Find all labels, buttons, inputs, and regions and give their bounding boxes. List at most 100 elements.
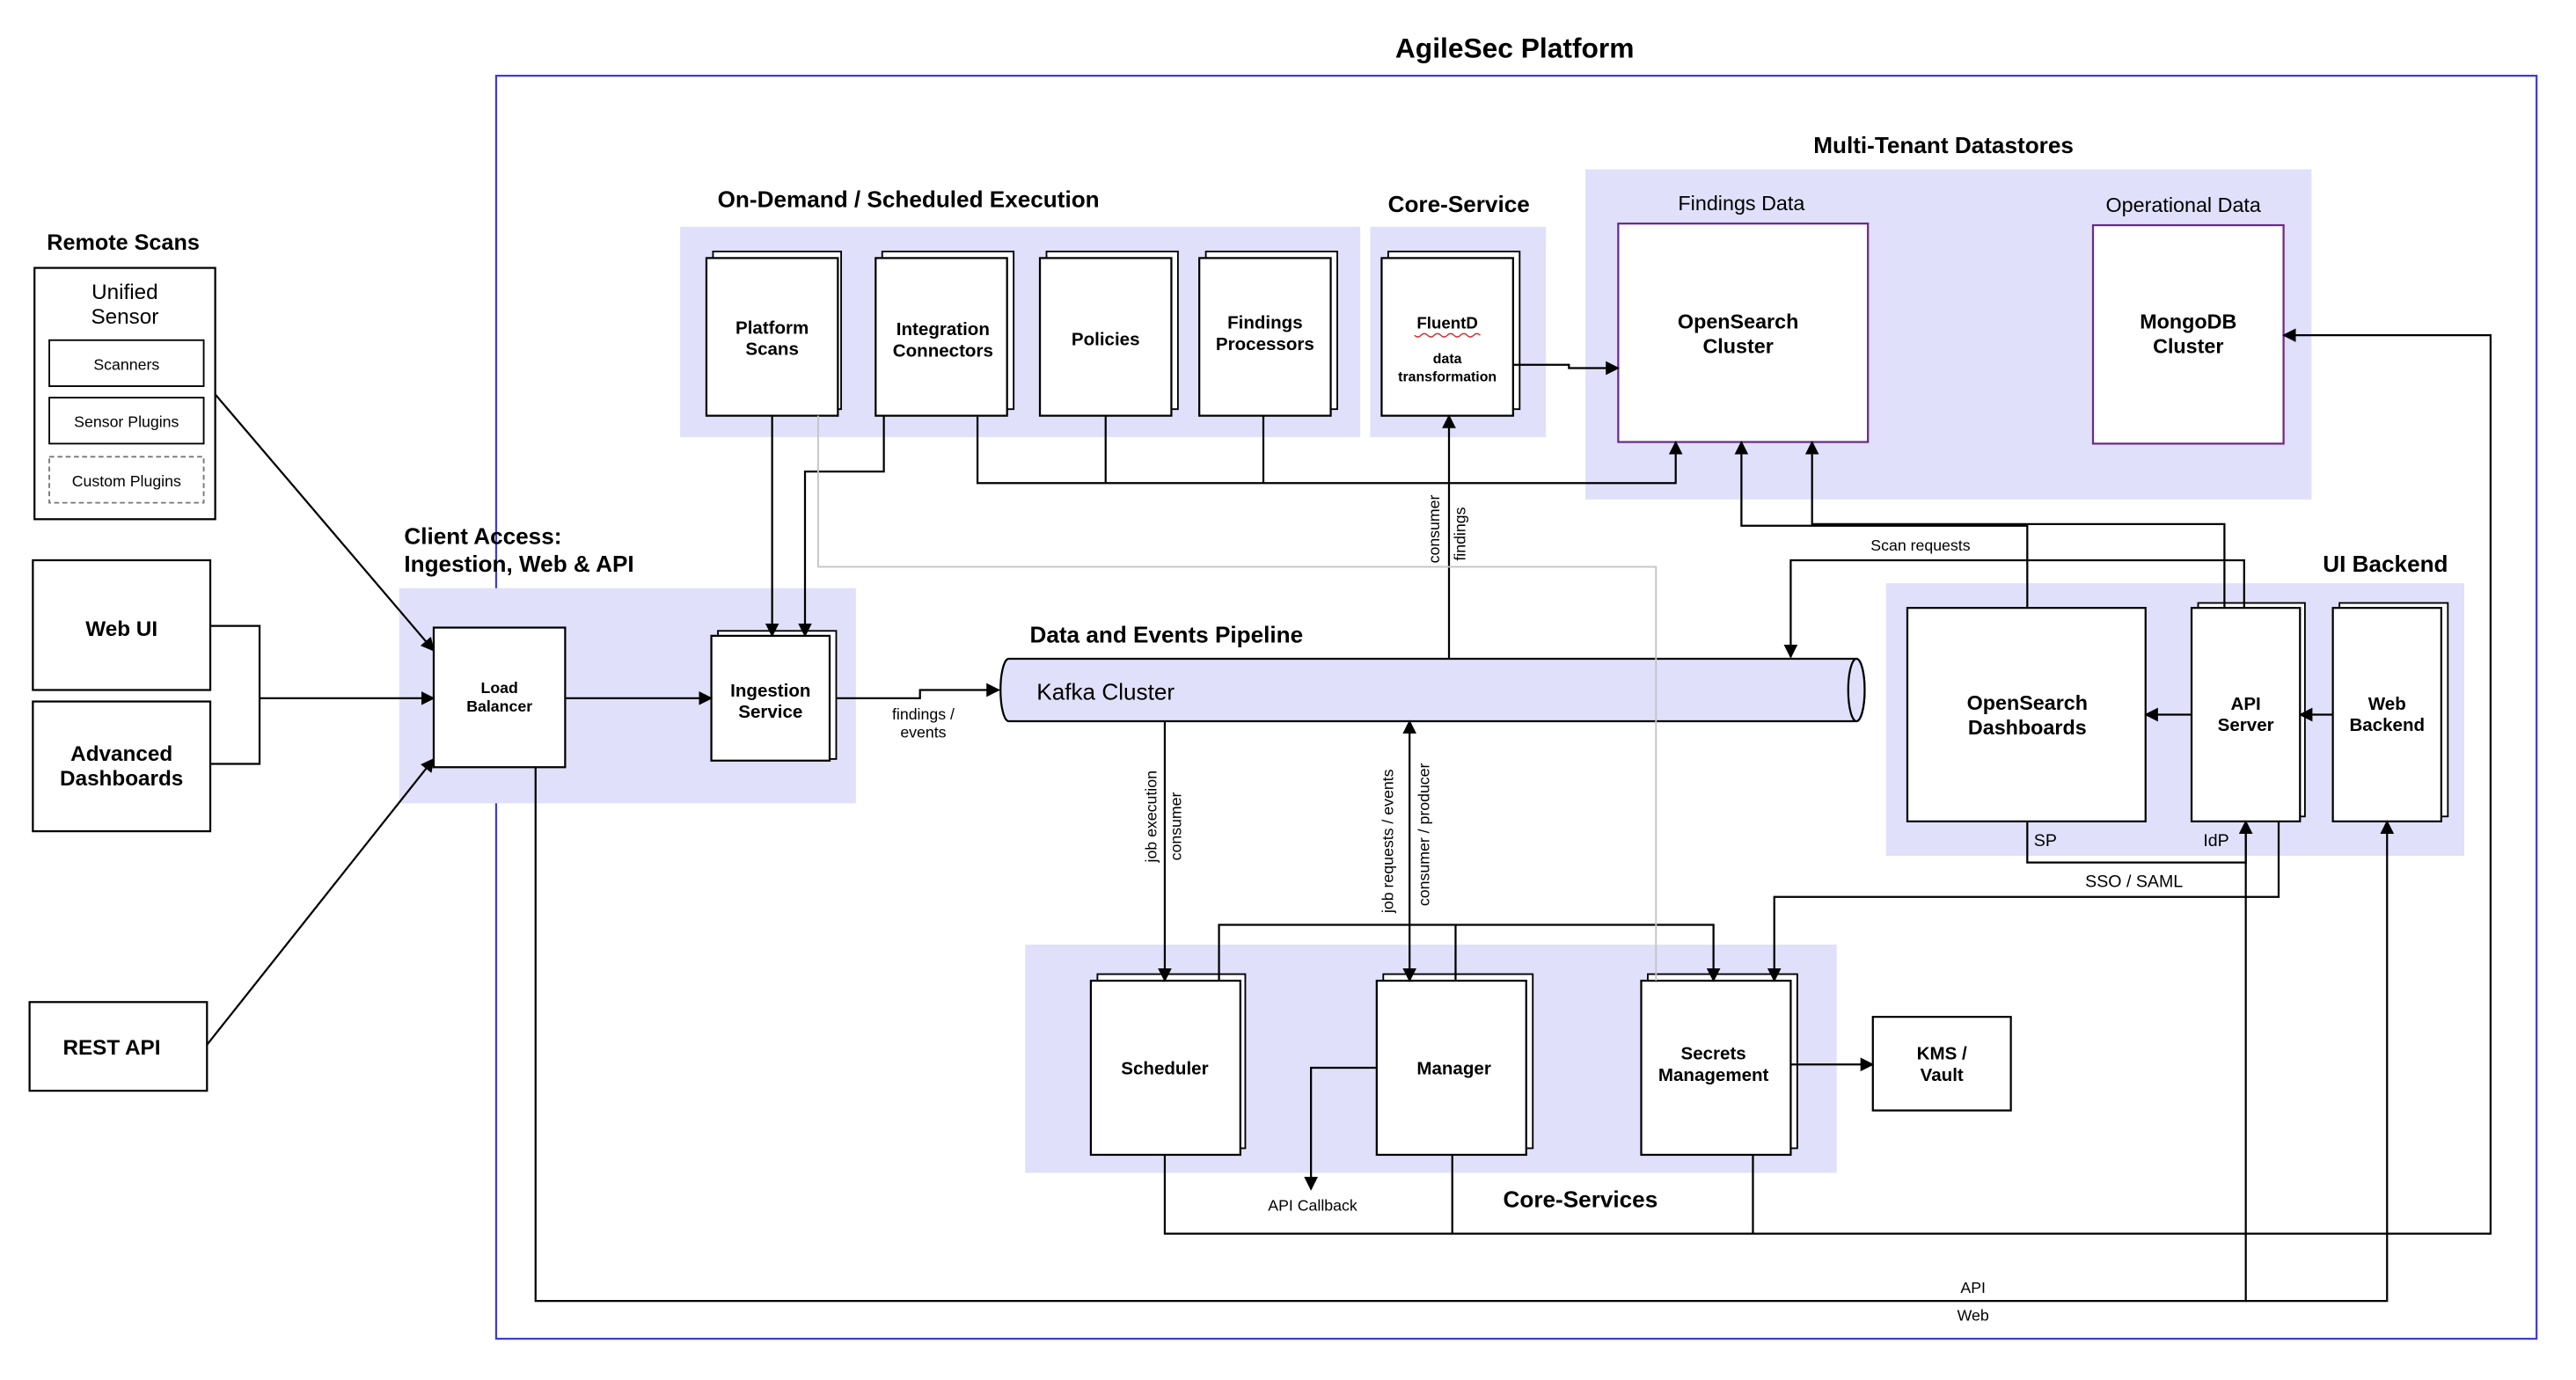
secrets-management-label-2: Management xyxy=(1658,1065,1769,1085)
scanners-box xyxy=(48,339,205,387)
api-server-label-2: Server xyxy=(2218,715,2274,735)
consumer-producer-label: consumer / producer xyxy=(1416,763,1433,906)
web-ui-box xyxy=(32,559,212,691)
opensearch-dashboards-label: OpenSearch xyxy=(1967,691,2088,714)
findings-events-label: findings / xyxy=(892,705,955,723)
scheduler-box xyxy=(1089,979,1241,1157)
edge-restapi-to-lb xyxy=(206,757,435,1046)
findings-processors-box xyxy=(1198,257,1332,417)
custom-plugins-label: Custom Plugins xyxy=(72,472,181,490)
opensearch-dashboards-box xyxy=(1906,607,2147,823)
remote-scans-heading: Remote Scans xyxy=(47,230,200,255)
edge-api-to-opensearch xyxy=(1804,440,2226,609)
opensearch-cluster-label-2: Cluster xyxy=(1702,335,1773,358)
integration-connectors-label-2: Connectors xyxy=(893,340,993,361)
kms-vault-box xyxy=(1871,1015,2012,1112)
consumer-findings-label: consumer xyxy=(1425,495,1443,564)
edge-webui-bracket xyxy=(210,624,261,765)
diagram-title: AgileSec Platform xyxy=(1395,33,1635,64)
sensor-plugins-label: Sensor Plugins xyxy=(74,413,179,431)
edge-lb-to-web xyxy=(2245,820,2395,1303)
ingestion-service-label: Ingestion xyxy=(730,681,810,701)
scan-requests-label: Scan requests xyxy=(1870,537,1970,554)
kafka-cluster-label: Kafka Cluster xyxy=(1036,679,1175,705)
web-backend-box xyxy=(2331,607,2442,823)
manager-box xyxy=(1375,979,1527,1157)
kms-vault-label-2: Vault xyxy=(1921,1065,1964,1085)
findings-data-label: Findings Data xyxy=(1678,192,1804,215)
idp-label: IdP xyxy=(2203,831,2228,851)
integration-connectors-label: Integration xyxy=(896,319,990,340)
ingestion-service-label-2: Service xyxy=(738,702,802,722)
client-access-heading: Client Access: xyxy=(404,522,561,549)
api-server-box xyxy=(2190,607,2302,823)
load-balancer-box xyxy=(432,626,567,769)
ui-backend-heading: UI Backend xyxy=(2323,551,2448,577)
edge-core-to-mongodb xyxy=(1163,328,2492,1235)
web-label: Web xyxy=(1958,1307,1989,1325)
integration-connectors-box xyxy=(875,257,1008,417)
web-backend-label-2: Backend xyxy=(2349,715,2425,735)
opensearch-cluster-label: OpenSearch xyxy=(1678,310,1798,333)
consumer-label: consumer xyxy=(1167,792,1185,860)
job-execution-label: job execution xyxy=(1143,770,1160,863)
ingestion-service-box xyxy=(710,634,831,762)
rest-api-label: REST API xyxy=(62,1036,160,1060)
findings-events-label-2: events xyxy=(900,724,946,741)
edge-fluentd-to-opensearch xyxy=(1512,361,1620,376)
fluentd-label: FluentD xyxy=(1416,314,1477,332)
mongodb-cluster-label-2: Cluster xyxy=(2153,335,2223,358)
kafka-cluster-cap xyxy=(1847,657,1866,723)
findings-processors-label-2: Processors xyxy=(1216,334,1314,354)
edge-integration-to-ingestion xyxy=(798,415,885,638)
edge-ingestion-to-kafka xyxy=(836,683,1000,699)
findings-processors-label: Findings xyxy=(1227,313,1303,333)
custom-plugins-box xyxy=(48,456,205,504)
on-demand-heading: On-Demand / Scheduled Execution xyxy=(718,186,1100,213)
web-backend-label: Web xyxy=(2368,694,2406,714)
sso-saml-label: SSO / SAML xyxy=(2085,873,2183,892)
advanced-dashboards-label-2: Dashboards xyxy=(60,767,183,791)
sensor-plugins-box xyxy=(48,397,205,445)
edge-api-to-secrets xyxy=(1767,821,2280,982)
fluentd-spellcheck-underline xyxy=(1414,332,1481,338)
edge-sensor-to-lb xyxy=(214,393,435,652)
unified-sensor-label-2: Sensor xyxy=(91,305,158,329)
edge-processors-to-opensearch xyxy=(976,415,1683,485)
pipeline-heading: Data and Events Pipeline xyxy=(1029,621,1303,647)
unified-sensor-label: Unified xyxy=(91,281,158,304)
operational-data-label: Operational Data xyxy=(2106,193,2261,216)
web-ui-label: Web UI xyxy=(85,617,157,641)
scheduler-label: Scheduler xyxy=(1121,1058,1208,1078)
consumer-findings-label-2: findings xyxy=(1452,507,1469,560)
advanced-dashboards-label: Advanced xyxy=(70,742,172,766)
api-server-label: API xyxy=(2231,694,2261,714)
fluentd-sub-label: data xyxy=(1433,352,1462,367)
load-balancer-label: Load xyxy=(481,679,518,697)
platform-scans-box xyxy=(705,257,839,417)
secrets-management-label: Secrets xyxy=(1681,1044,1746,1064)
fluentd-box xyxy=(1380,257,1514,417)
edge-dashboards-to-opensearch xyxy=(1734,440,2029,609)
edge-api-callback xyxy=(1304,1066,1377,1191)
load-balancer-label-2: Balancer xyxy=(466,697,532,715)
sp-label: SP xyxy=(2034,831,2057,851)
fluentd-sub-label-2: transformation xyxy=(1398,369,1497,384)
connectors xyxy=(206,328,2492,1303)
platform-scans-label: Platform xyxy=(735,318,809,338)
rest-api-box xyxy=(28,1001,209,1092)
client-access-subheading: Ingestion, Web & API xyxy=(404,551,633,577)
platform-scans-label-2: Scans xyxy=(745,340,798,360)
api-callback-label: API Callback xyxy=(1268,1196,1358,1214)
edge-lb-to-api xyxy=(534,767,2253,1303)
policies-box xyxy=(1038,257,1173,417)
scanners-label: Scanners xyxy=(93,355,159,373)
opensearch-cluster-box xyxy=(1617,223,1870,443)
api-label: API xyxy=(1960,1279,1986,1296)
mongodb-cluster-box xyxy=(2091,223,2285,445)
advanced-dashboards-box xyxy=(32,700,212,833)
multi-tenant-heading: Multi-Tenant Datastores xyxy=(1813,132,2074,158)
policies-label: Policies xyxy=(1072,329,1140,349)
core-service-heading: Core-Service xyxy=(1388,191,1530,217)
